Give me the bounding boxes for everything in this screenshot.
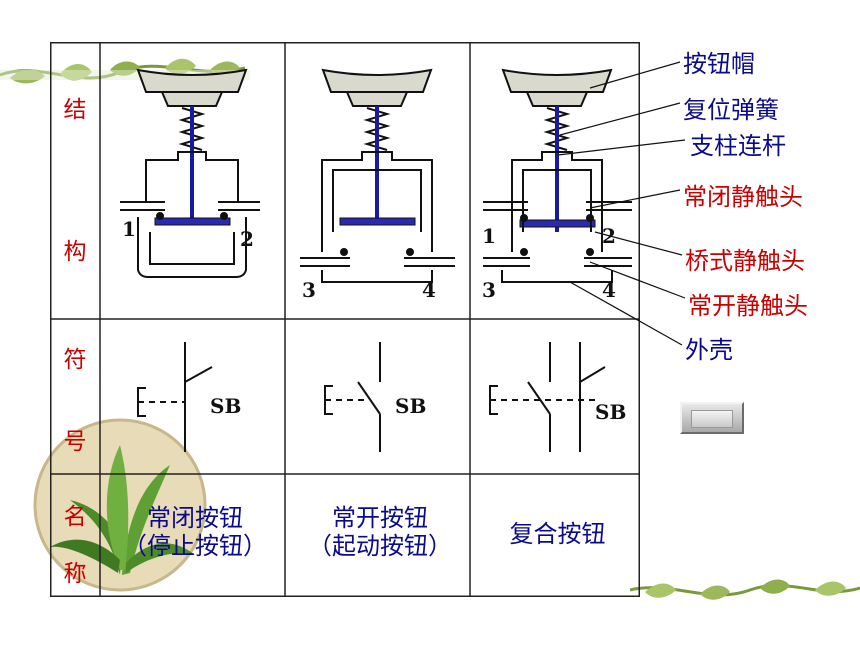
- terminal-label: 3: [302, 278, 316, 302]
- button-comparison-table: 结 构 符 号 名 称 1 2 3 4 1 2 3 4 SB SB SB 常闭按…: [50, 42, 640, 597]
- terminal-label: 1: [482, 224, 496, 248]
- callout-housing: 外壳: [685, 336, 733, 364]
- callout-return-spring: 复位弹簧: [683, 96, 779, 124]
- terminal-label: 4: [602, 278, 616, 302]
- compound-symbol: [489, 342, 606, 452]
- terminal-label: 4: [422, 278, 436, 302]
- symbol-tag: SB: [595, 400, 627, 424]
- name-line: （起动按钮）: [308, 532, 452, 560]
- nc-button-structure: [120, 68, 260, 278]
- slide-nav-button[interactable]: [680, 402, 744, 434]
- name-line: （停止按钮）: [123, 532, 267, 560]
- name-line: 常开按钮: [332, 504, 428, 532]
- callout-push-rod: 支柱连杆: [690, 132, 786, 160]
- row-label-structure-1: 结: [63, 97, 87, 123]
- terminal-label: 3: [482, 278, 496, 302]
- no-button-structure: [300, 68, 455, 283]
- name-no-button: 常开按钮 （起动按钮）: [290, 504, 470, 560]
- plant-decoration: [33, 418, 207, 592]
- callout-no-static-contact: 常开静触头: [688, 292, 808, 320]
- vine-ornament-top: [0, 58, 250, 84]
- name-nc-button: 常闭按钮 （停止按钮）: [105, 504, 285, 560]
- callout-button-cap: 按钮帽: [683, 50, 755, 78]
- row-label-symbol-1: 符: [63, 347, 87, 373]
- vine-ornament-bottom: [630, 579, 860, 600]
- terminal-label: 2: [602, 224, 616, 248]
- callout-nc-static-contact: 常闭静触头: [683, 183, 803, 211]
- row-label-structure-2: 构: [63, 239, 87, 265]
- terminal-label: 1: [122, 217, 136, 241]
- row-label-symbol-2: 号: [63, 429, 87, 455]
- symbol-tag: SB: [210, 394, 242, 418]
- terminal-label: 2: [240, 227, 254, 251]
- name-compound-button: 复合按钮: [475, 520, 640, 548]
- name-line: 复合按钮: [509, 520, 606, 548]
- no-symbol: [324, 342, 381, 452]
- symbol-tag: SB: [395, 394, 427, 418]
- row-label-name-2: 称: [63, 561, 87, 587]
- slide-nav-button-face: [691, 410, 733, 428]
- row-label-name-1: 名: [63, 504, 87, 530]
- name-line: 常闭按钮: [147, 504, 243, 532]
- nc-symbol: [137, 342, 213, 452]
- callout-bridge-contact: 桥式静触头: [685, 247, 805, 275]
- compound-button-structure: [483, 68, 632, 283]
